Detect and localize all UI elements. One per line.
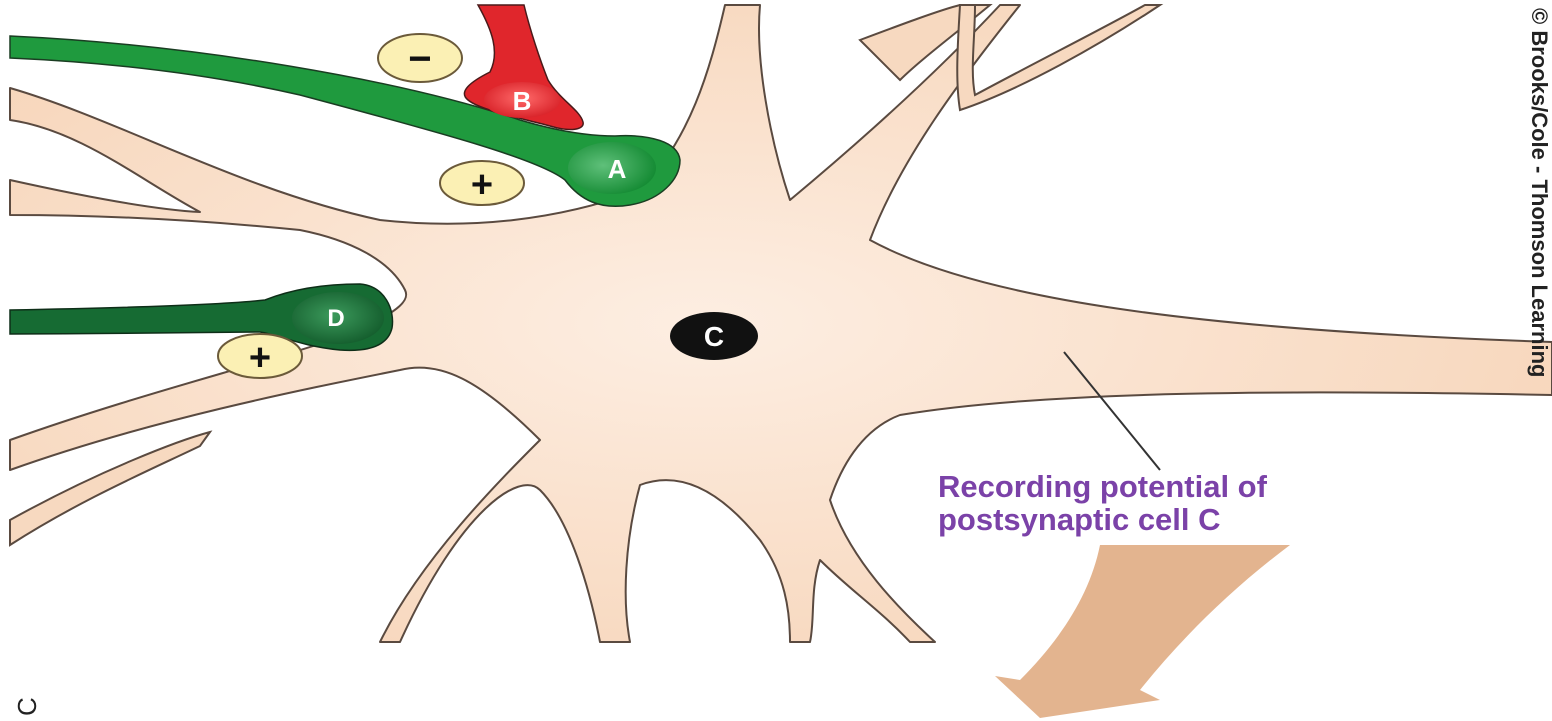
sign-a: + <box>471 164 493 206</box>
neuron-a-label: A <box>608 154 627 184</box>
neuron-d-label: D <box>327 305 344 332</box>
copyright-credit: © Brooks/Cole - Thomson Learning <box>1527 8 1552 377</box>
recording-label-line-2: postsynaptic cell C <box>938 502 1221 537</box>
panel-letter: C <box>12 697 42 716</box>
axon-terminal-d: D <box>10 284 393 350</box>
cell-c-marker: C <box>670 312 758 360</box>
neuron-b-label: B <box>513 86 532 116</box>
neuron-c-label: C <box>704 321 724 352</box>
sign-badge-d: + <box>218 334 302 379</box>
sign-badge-a: + <box>440 161 524 206</box>
sign-b: − <box>408 37 431 81</box>
sign-d: + <box>249 337 271 379</box>
down-arrow <box>995 545 1290 718</box>
sign-badge-b: − <box>378 34 462 82</box>
recording-label-line-1: Recording potential of <box>938 469 1268 504</box>
